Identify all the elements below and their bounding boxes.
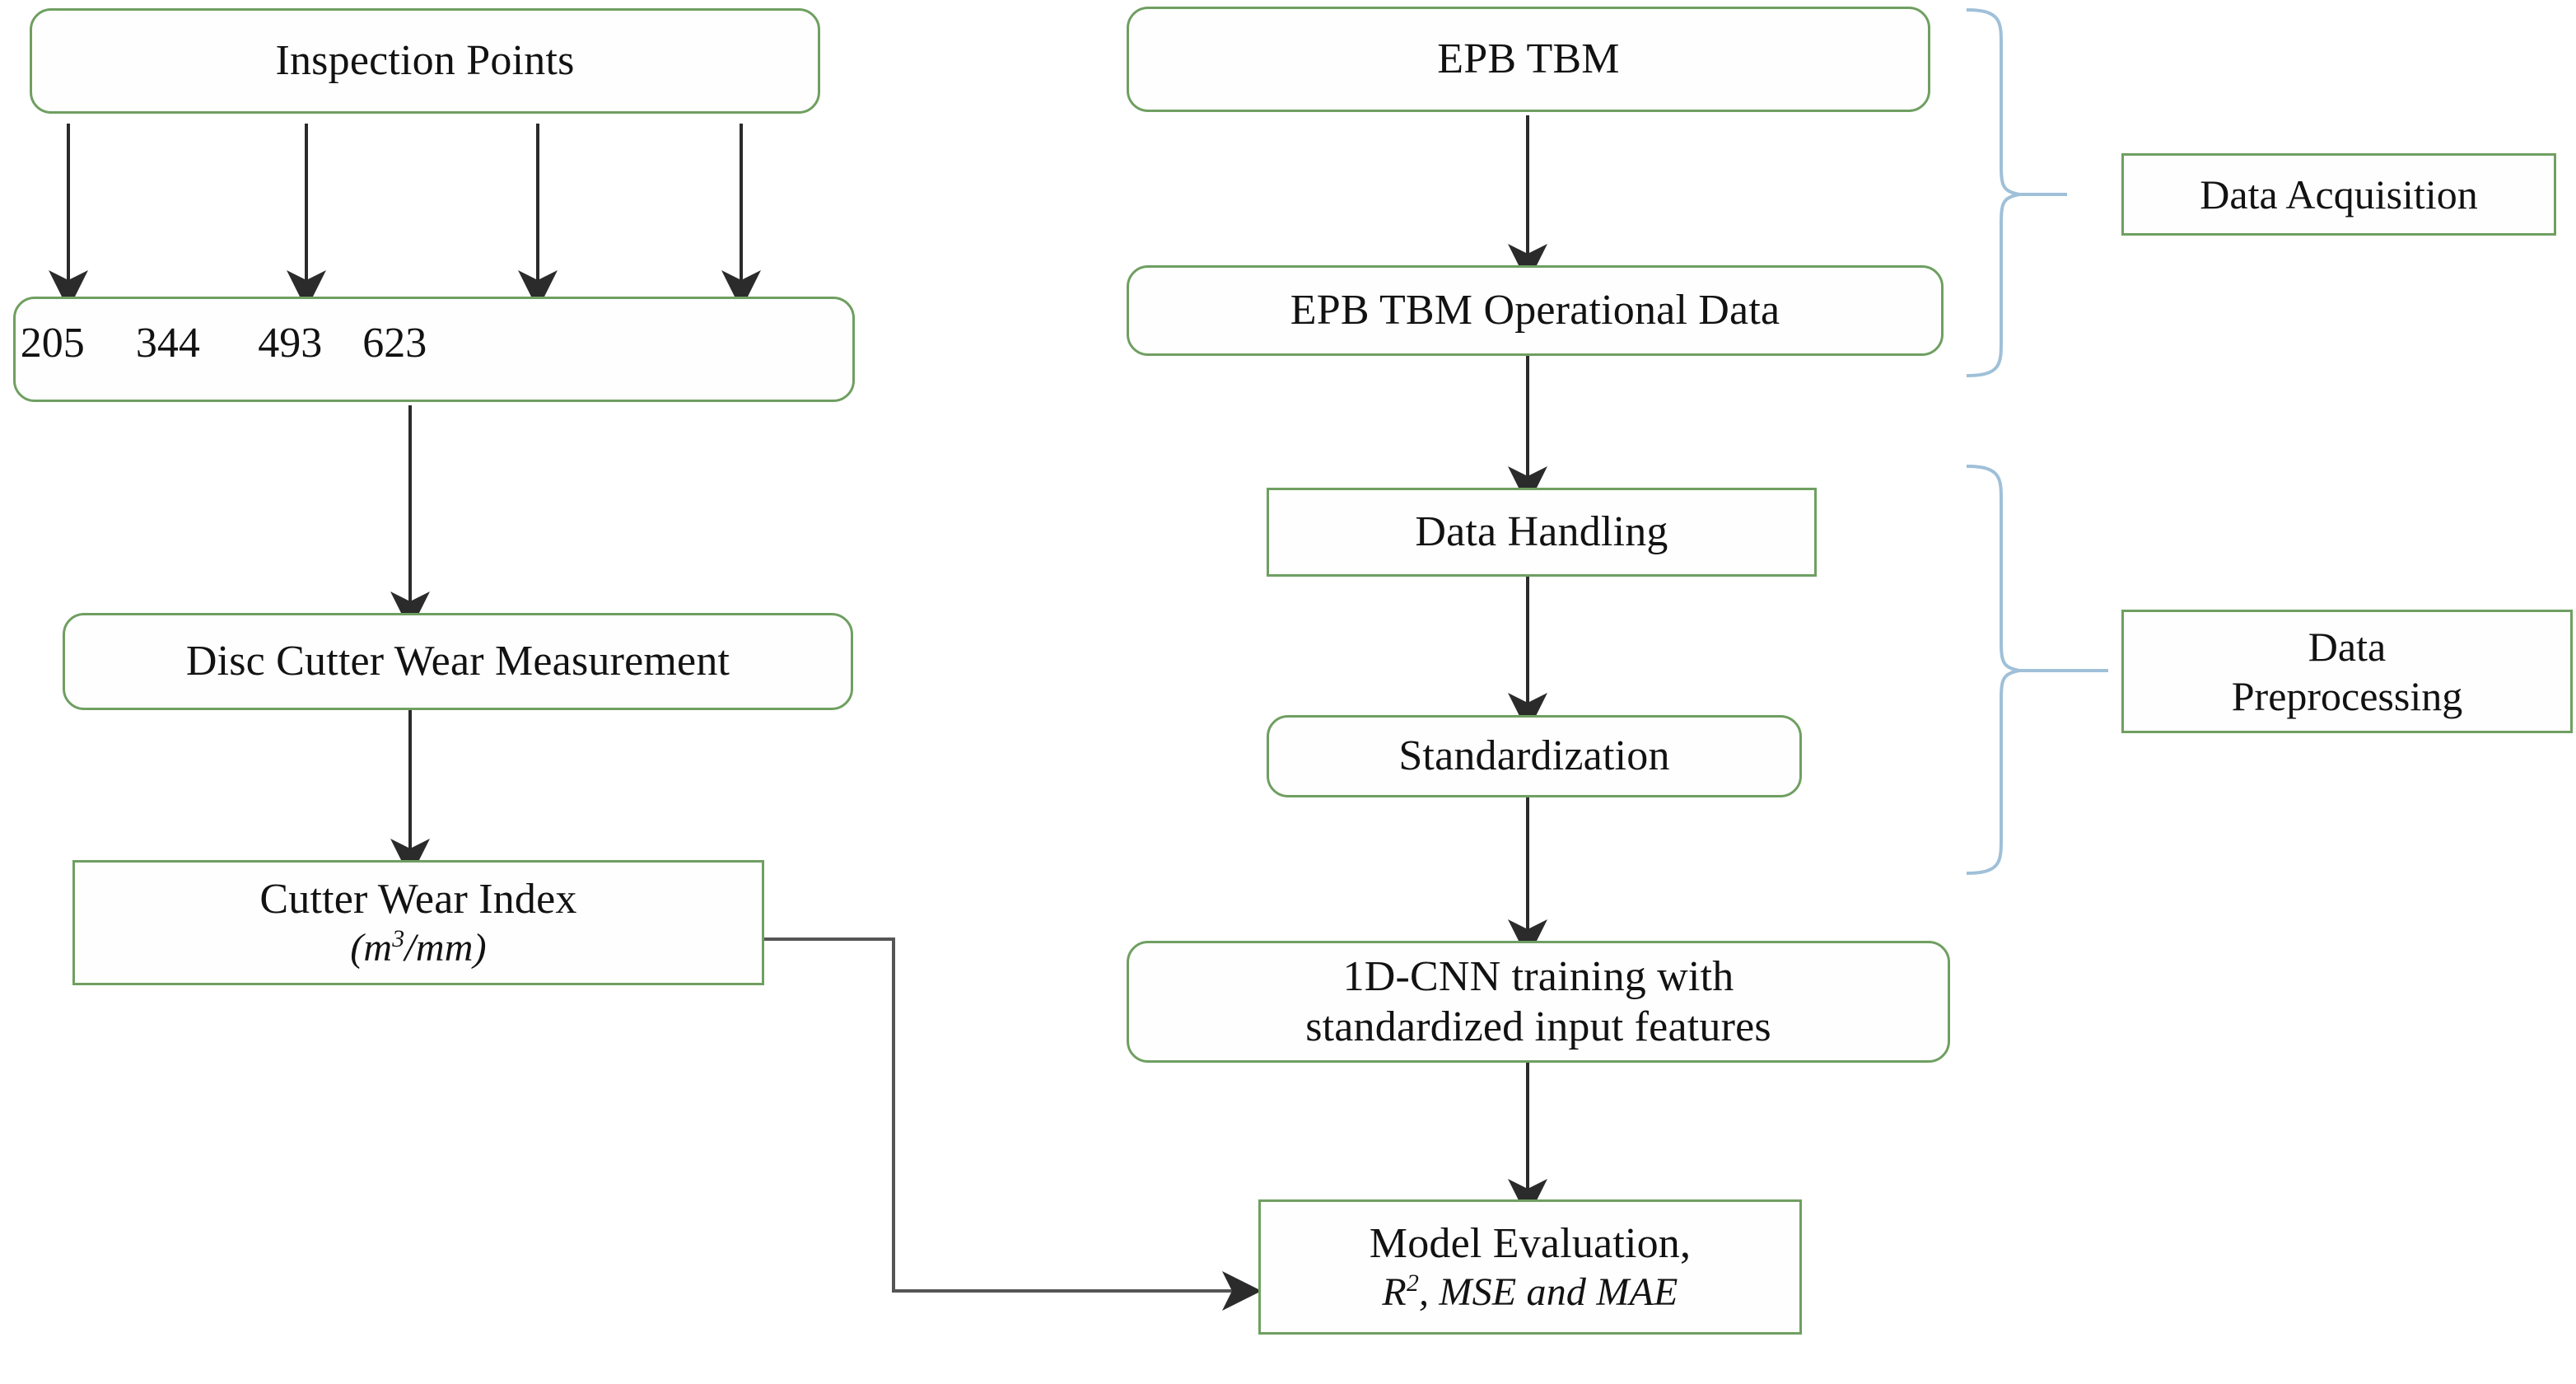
node-label-line1: Model Evaluation, — [1369, 1219, 1692, 1267]
node-label: Data Handling — [1415, 508, 1668, 556]
node-label: Standardization — [1398, 732, 1670, 780]
node-label-line1: Cutter Wear Index — [259, 875, 577, 923]
stage-label-data-acquisition[interactable]: Data Acquisition — [2121, 153, 2556, 236]
node-cnn-training[interactable]: 1D-CNN training with standardized input … — [1127, 941, 1950, 1063]
unit-base: m — [363, 925, 393, 970]
node-cutter-wear-index[interactable]: Cutter Wear Index (m3/mm) — [72, 860, 764, 985]
paren-close: ) — [473, 925, 487, 970]
stage-label-line1: Data — [2308, 624, 2387, 670]
node-data-handling[interactable]: Data Handling — [1267, 488, 1817, 577]
metric-rest: , MSE and MAE — [1419, 1269, 1678, 1314]
stage-label-data-preprocessing[interactable]: Data Preprocessing — [2121, 610, 2573, 733]
node-label-line1: 1D-CNN training with — [1342, 952, 1734, 1000]
inspection-value-3: 623 — [362, 320, 427, 367]
node-label-line2: standardized input features — [1305, 1003, 1771, 1050]
inspection-value-0: 205 — [20, 320, 85, 367]
unit-rest: /mm — [404, 925, 474, 970]
node-label-line2: (m3/mm) — [67, 924, 770, 972]
node-label: EPB TBM — [1437, 35, 1620, 83]
curly-brace-icon — [1966, 465, 2020, 875]
curly-brace-icon — [1966, 8, 2020, 377]
unit-exponent: 3 — [392, 924, 405, 952]
node-standardization[interactable]: Standardization — [1267, 715, 1802, 797]
metric-r-exponent: 2 — [1406, 1269, 1420, 1297]
inspection-value-1: 344 — [135, 320, 200, 367]
inspection-value-2: 493 — [258, 320, 323, 367]
node-model-evaluation[interactable]: Model Evaluation, R2, MSE and MAE — [1258, 1199, 1802, 1335]
paren-open: ( — [350, 925, 364, 970]
node-epb-tbm-operational-data[interactable]: EPB TBM Operational Data — [1127, 265, 1944, 356]
node-label: Disc Cutter Wear Measurement — [185, 638, 730, 685]
stage-label-line2: Preprocessing — [2231, 673, 2463, 719]
node-label-line2: R2, MSE and MAE — [1253, 1269, 1808, 1316]
stage-label-text: Data Acquisition — [2200, 171, 2478, 217]
node-epb-tbm[interactable]: EPB TBM — [1127, 7, 1930, 112]
node-inspection-points[interactable]: Inspection Points — [30, 8, 820, 114]
node-label: EPB TBM Operational Data — [1290, 287, 1780, 334]
node-inspection-values[interactable]: 205 344 493 623 — [13, 297, 855, 402]
metric-r: R — [1382, 1269, 1407, 1314]
node-label: Inspection Points — [275, 37, 575, 85]
node-disc-cutter-wear-measurement[interactable]: Disc Cutter Wear Measurement — [63, 613, 853, 710]
